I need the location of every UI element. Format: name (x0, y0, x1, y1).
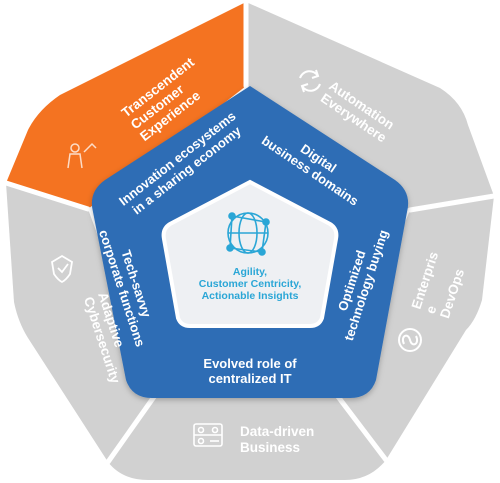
outer-segment-automation (246, 2, 494, 210)
svg-text:Business: Business (240, 440, 300, 455)
core-line-2: Customer Centricity, (199, 278, 302, 290)
outer-segment-devops (336, 196, 494, 460)
core-label: Agility, Customer Centricity, Actionable… (199, 266, 302, 302)
inner-label-centralized-it: Evolved role of centralized IT (203, 356, 297, 386)
dashboard-icon (193, 423, 223, 447)
svg-text:Evolved role of: Evolved role of (203, 356, 297, 371)
svg-text:Data-driven: Data-driven (240, 424, 314, 439)
core-pentagon (161, 179, 339, 328)
globe-network-icon (226, 212, 270, 256)
outer-ring (3, 0, 497, 480)
core-line-1: Agility, (233, 266, 267, 278)
outer-segment-cybersecurity (6, 183, 156, 462)
core-line-3: Actionable Insights (202, 290, 299, 302)
outer-segment-data-driven (108, 394, 386, 480)
svg-text:centralized IT: centralized IT (208, 371, 291, 386)
customer-person-icon (67, 142, 97, 169)
shield-icon (51, 254, 73, 284)
refresh-cycle-icon (299, 69, 321, 93)
segment-separators (3, 0, 497, 465)
outer-segment-customer-experience (6, 2, 246, 209)
outer-label-data-driven: Data-driven Business (240, 424, 314, 455)
infinity-loop-icon (398, 328, 422, 352)
